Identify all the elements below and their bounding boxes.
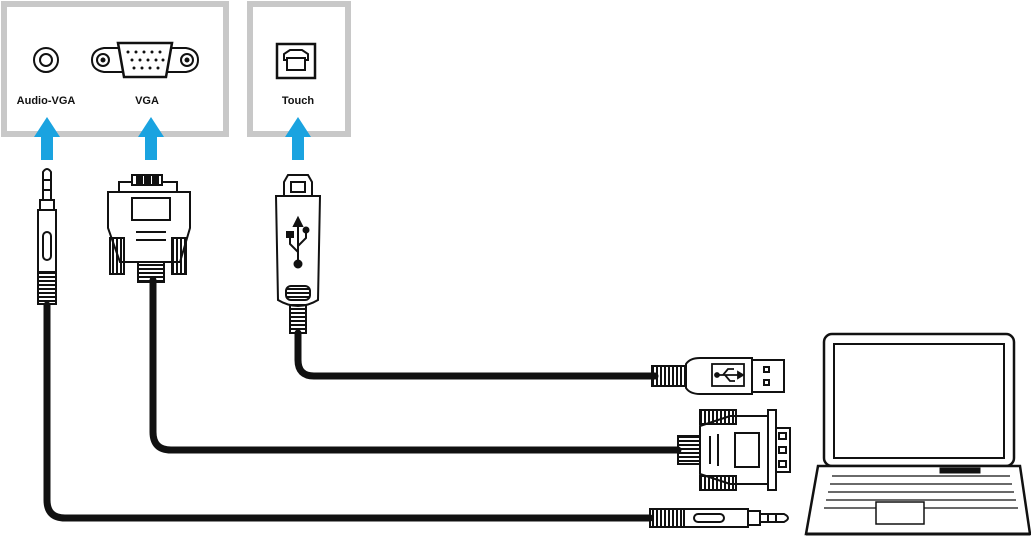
vga-plug-vertical bbox=[107, 174, 191, 283]
usb-symbol-icon bbox=[286, 215, 310, 269]
vga-cable bbox=[149, 276, 682, 454]
audio-vga-port-label: Audio-VGA bbox=[17, 95, 76, 107]
audio-cable bbox=[43, 301, 654, 522]
arrow-up-icon bbox=[285, 117, 311, 160]
audio-plug-horizontal bbox=[649, 508, 789, 528]
cables bbox=[43, 276, 682, 522]
usb-symbol-icon bbox=[711, 363, 745, 387]
vga-port-label: VGA bbox=[135, 95, 159, 107]
laptop-icon bbox=[804, 332, 1031, 536]
usb-cable bbox=[294, 329, 659, 380]
arrow-up-icon bbox=[34, 117, 60, 160]
vga-port-icon bbox=[90, 41, 200, 79]
vga-plug-horizontal bbox=[677, 409, 791, 491]
audio-plug-vertical bbox=[37, 168, 57, 305]
arrow-up-icon bbox=[138, 117, 164, 160]
audio-jack-icon bbox=[33, 47, 59, 73]
usb-b-port-icon bbox=[275, 42, 317, 80]
touch-port-label: Touch bbox=[282, 95, 314, 107]
